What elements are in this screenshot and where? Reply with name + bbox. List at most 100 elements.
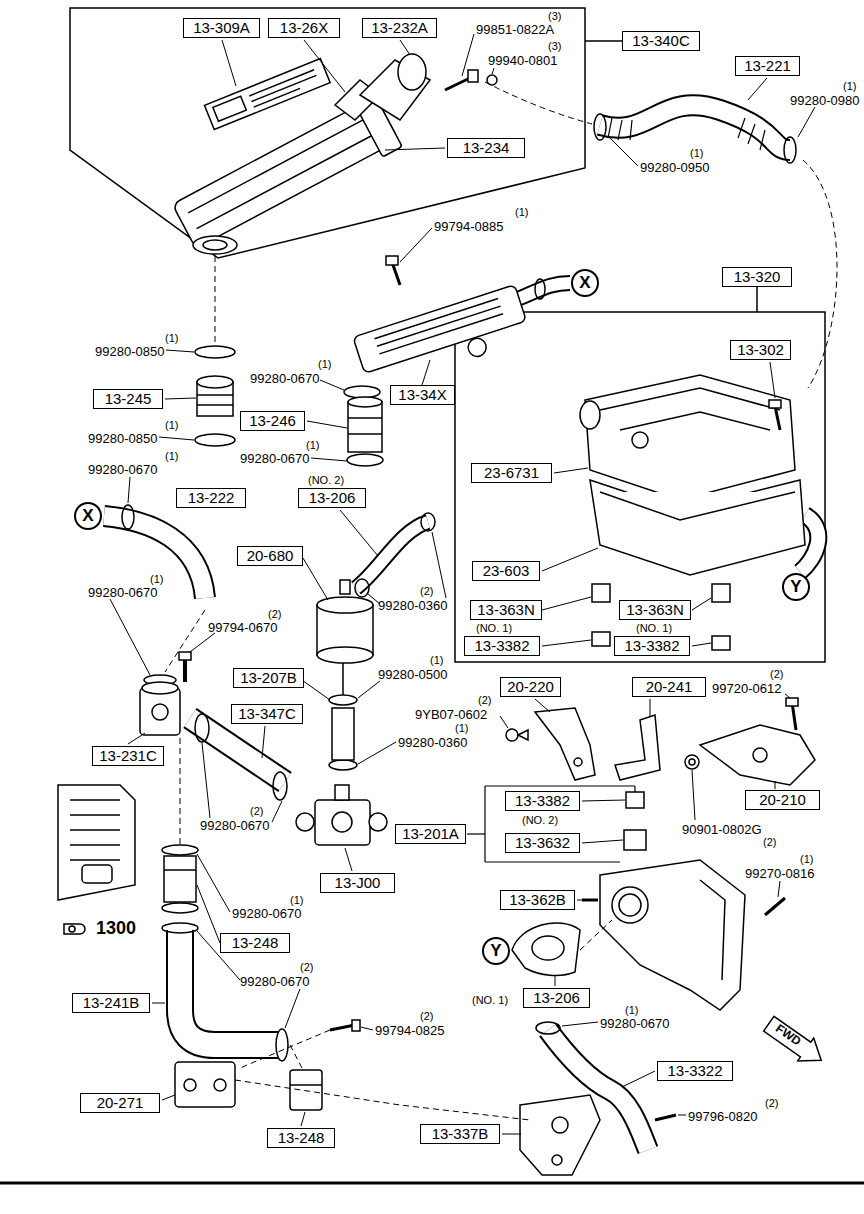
reference-circle: X bbox=[571, 269, 599, 297]
valve bbox=[332, 812, 352, 832]
part-number-box: 13-337B bbox=[420, 1124, 500, 1144]
air-duct bbox=[655, 1115, 676, 1120]
leader-line bbox=[535, 699, 550, 712]
supercharger bbox=[398, 54, 426, 90]
part-number-box: 13-248 bbox=[220, 933, 290, 953]
part-number: 20-220 bbox=[507, 678, 554, 695]
part-number-box: 13-340C bbox=[622, 31, 700, 51]
callout-number: (NO. 1) bbox=[476, 622, 512, 634]
part-number-box: 13-3382 bbox=[614, 636, 690, 656]
leader-line bbox=[400, 40, 410, 55]
callout-number: (2) bbox=[478, 694, 491, 706]
leader-line bbox=[162, 1095, 175, 1100]
valve bbox=[142, 682, 178, 694]
leader-line bbox=[128, 733, 145, 744]
callout-number: 99280-0500 bbox=[378, 667, 447, 682]
callout-number: 99280-0980 bbox=[790, 93, 859, 108]
supercharger bbox=[193, 236, 237, 254]
leader-line bbox=[582, 840, 623, 843]
air-duct bbox=[626, 792, 644, 808]
valve bbox=[152, 704, 168, 720]
supercharger bbox=[203, 240, 227, 250]
part-number-box: 13-34X bbox=[390, 385, 455, 405]
group-reference: 1300 bbox=[96, 918, 136, 939]
hose bbox=[600, 105, 790, 150]
hose bbox=[190, 718, 285, 782]
part-number: 13-3632 bbox=[515, 834, 570, 851]
hose-clamp bbox=[535, 279, 545, 299]
part-number: 13-302 bbox=[737, 341, 784, 358]
bracket bbox=[685, 755, 699, 769]
part-number-box: 13-347C bbox=[231, 704, 303, 724]
pipe bbox=[164, 869, 196, 871]
leader-line bbox=[202, 743, 210, 818]
hose-rib bbox=[738, 118, 745, 138]
hose-clamp bbox=[162, 903, 198, 913]
air-duct bbox=[512, 792, 785, 1120]
part-number: 13-3382 bbox=[515, 792, 570, 809]
region-outline bbox=[756, 287, 758, 312]
air-cleaner bbox=[632, 432, 648, 448]
leader-line bbox=[128, 477, 130, 503]
callout-number: 99794-0885 bbox=[434, 219, 503, 234]
leader-line bbox=[358, 742, 396, 764]
part-number: 13-309A bbox=[193, 19, 250, 36]
pipe bbox=[352, 1020, 360, 1031]
air-duct bbox=[582, 899, 598, 902]
part-number-box: 13-302 bbox=[730, 340, 791, 360]
part-number-box: 13-3382 bbox=[464, 636, 540, 656]
supercharger bbox=[445, 78, 470, 90]
part-number-box: 13-26X bbox=[268, 18, 340, 38]
leader-line bbox=[778, 881, 780, 897]
dashed-guide bbox=[165, 82, 837, 1120]
callout-number: 99280-0670 bbox=[88, 462, 157, 477]
callout-number: (1) bbox=[165, 332, 178, 344]
leader-line bbox=[303, 558, 328, 600]
callout-number: 99280-0360 bbox=[378, 598, 447, 613]
hose bbox=[548, 1030, 648, 1150]
valve bbox=[335, 785, 349, 800]
bracket bbox=[175, 1062, 235, 1107]
leader-line bbox=[770, 362, 775, 398]
bracket bbox=[615, 715, 660, 780]
hose bbox=[548, 1030, 648, 1150]
region-outline bbox=[585, 40, 622, 42]
callout-number: 99796-0820 bbox=[688, 1109, 757, 1124]
reference-letter: X bbox=[579, 273, 590, 292]
leader-line bbox=[462, 34, 474, 76]
part-number-box: 13-241B bbox=[72, 993, 150, 1013]
supercharger bbox=[204, 59, 330, 130]
part-number-box: 13-3632 bbox=[505, 833, 580, 853]
leader-line bbox=[492, 68, 494, 74]
group-bracket bbox=[484, 786, 485, 862]
part-number-box: 20-271 bbox=[80, 1093, 160, 1113]
hose-clamp bbox=[122, 505, 134, 529]
hose-rib bbox=[608, 118, 612, 138]
leader-line bbox=[562, 1022, 598, 1026]
leader-line bbox=[500, 716, 508, 728]
reference-letter: Y bbox=[790, 577, 801, 596]
part-number: 13-234 bbox=[463, 139, 510, 156]
callout-number: (1) bbox=[165, 419, 178, 431]
leader-line bbox=[622, 1071, 655, 1087]
heat-exchanger bbox=[58, 785, 135, 900]
connector-hose bbox=[197, 376, 233, 388]
reference-circle: Y bbox=[782, 573, 810, 601]
leader-line bbox=[272, 801, 282, 822]
canister bbox=[342, 663, 344, 695]
hose-rib bbox=[760, 130, 765, 150]
callout-number: (1) bbox=[455, 722, 468, 734]
reference-circle: Y bbox=[482, 937, 510, 965]
part-number-box: 13-3382 bbox=[505, 791, 580, 811]
part-number: 13-221 bbox=[744, 57, 791, 74]
part-number-box: 20-680 bbox=[237, 546, 303, 566]
hose-clamp bbox=[122, 114, 796, 1061]
bracket bbox=[520, 1095, 600, 1175]
heat-exchanger bbox=[69, 926, 75, 932]
part-number-box: 13-248 bbox=[267, 1128, 335, 1148]
connector-hose bbox=[197, 376, 382, 452]
valve bbox=[315, 800, 370, 845]
leader-line bbox=[166, 350, 194, 352]
region-outline bbox=[70, 8, 585, 258]
part-number: 13-231C bbox=[99, 747, 157, 764]
